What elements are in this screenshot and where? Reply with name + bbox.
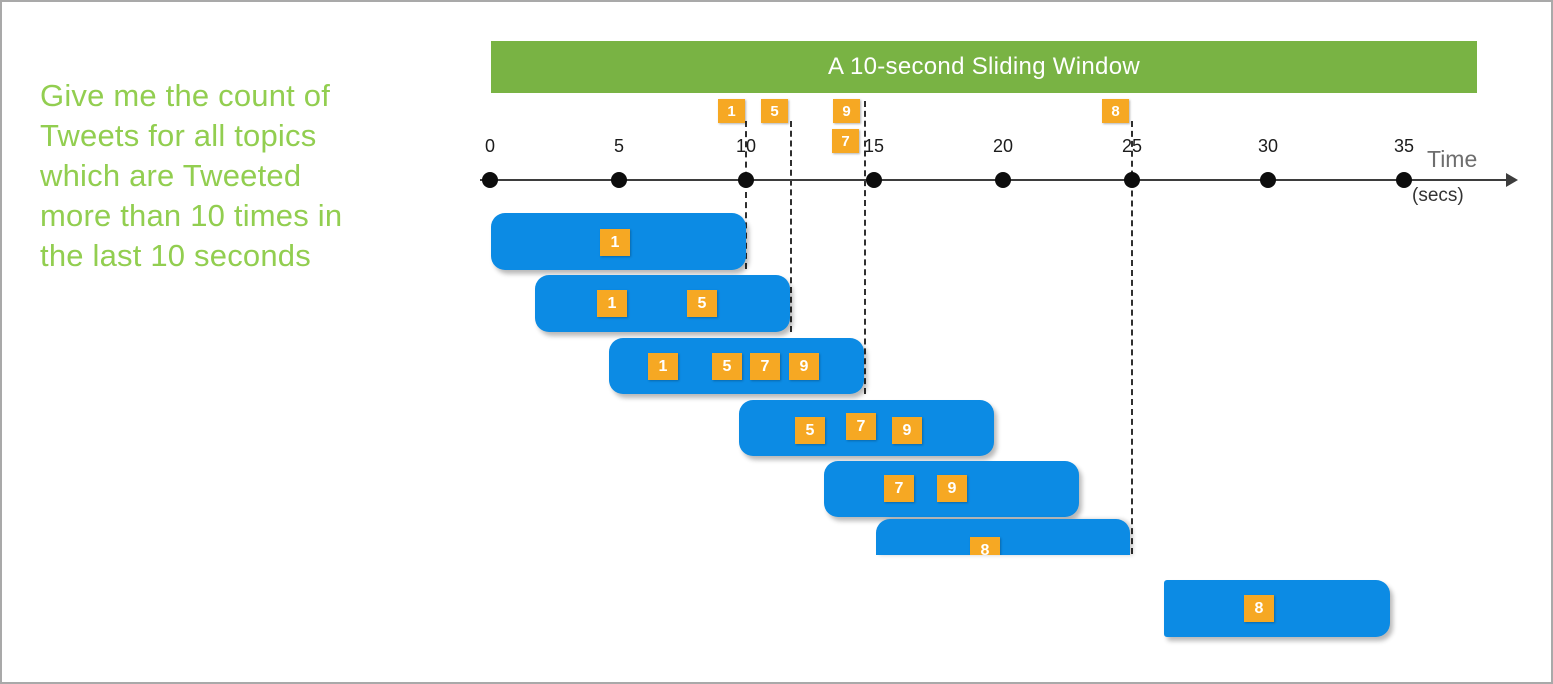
axis-dot-20 xyxy=(995,172,1011,188)
axis-dot-25 xyxy=(1124,172,1140,188)
sliding-window-bar-7: 8 xyxy=(1164,580,1390,637)
axis-dot-15 xyxy=(866,172,882,188)
axis-dot-30 xyxy=(1260,172,1276,188)
window-event-badge: 9 xyxy=(789,353,819,380)
window-event-badge: 7 xyxy=(846,413,876,440)
event-badge: 1 xyxy=(718,99,745,123)
sliding-window-bar-5: 7 9 xyxy=(824,461,1079,517)
query-text-line: Give me the count of xyxy=(40,78,331,113)
window-event-badge: 8 xyxy=(1244,595,1274,622)
window-event-badge: 9 xyxy=(892,417,922,444)
axis-dot-35 xyxy=(1396,172,1412,188)
sliding-window-bar-4: 5 7 9 xyxy=(739,400,994,456)
sliding-window-bar-1: 1 xyxy=(491,213,746,270)
window-event-badge: 5 xyxy=(687,290,717,317)
time-axis-label: Time xyxy=(1427,146,1478,172)
query-text-line: more than 10 times in xyxy=(40,198,343,233)
sliding-window-bar-2: 1 5 xyxy=(535,275,790,332)
axis-dot-10 xyxy=(738,172,754,188)
axis-dot-5 xyxy=(611,172,627,188)
tick-label: 15 xyxy=(863,136,885,156)
window-event-badge: 8 xyxy=(970,537,1000,555)
query-text: Give me the count of Tweets for all topi… xyxy=(40,76,342,276)
tick-label: 5 xyxy=(613,136,625,156)
time-axis-arrowhead-icon xyxy=(1506,173,1518,187)
tick-label: 20 xyxy=(992,136,1014,156)
sliding-window-bar-3: 1 5 7 9 xyxy=(609,338,864,394)
event-badge: 8 xyxy=(1102,99,1129,123)
event-badge: 9 xyxy=(833,99,860,123)
time-axis-unit-label: (secs) xyxy=(1412,185,1464,206)
query-text-line: the last 10 seconds xyxy=(40,238,311,273)
window-event-badge: 1 xyxy=(648,353,678,380)
tick-label: 0 xyxy=(484,136,496,156)
event-badge: 7 xyxy=(832,129,859,153)
sliding-window-banner: A 10-second Sliding Window xyxy=(491,41,1477,93)
window-event-badge: 7 xyxy=(884,475,914,502)
tick-label: 30 xyxy=(1257,136,1279,156)
tick-label: 35 xyxy=(1393,136,1415,156)
window-event-badge: 7 xyxy=(750,353,780,380)
event-badge: 5 xyxy=(761,99,788,123)
window-event-badge: 5 xyxy=(712,353,742,380)
axis-dot-0 xyxy=(482,172,498,188)
window-event-badge: 1 xyxy=(597,290,627,317)
window-event-badge: 1 xyxy=(600,229,630,256)
event-time-dash-line xyxy=(745,121,747,269)
tick-label: 25 xyxy=(1121,136,1143,156)
event-time-dash-line xyxy=(1131,121,1133,554)
time-axis-line xyxy=(480,179,1507,181)
event-time-dash-line xyxy=(790,121,792,332)
query-text-line: which are Tweeted xyxy=(40,158,302,193)
event-time-dash-line xyxy=(864,101,866,394)
window-event-badge: 5 xyxy=(795,417,825,444)
query-text-line: Tweets for all topics xyxy=(40,118,317,153)
banner-title: A 10-second Sliding Window xyxy=(828,53,1140,80)
tick-label: 10 xyxy=(735,136,757,156)
window-event-badge: 9 xyxy=(937,475,967,502)
sliding-window-bar-6: 8 xyxy=(876,519,1130,555)
